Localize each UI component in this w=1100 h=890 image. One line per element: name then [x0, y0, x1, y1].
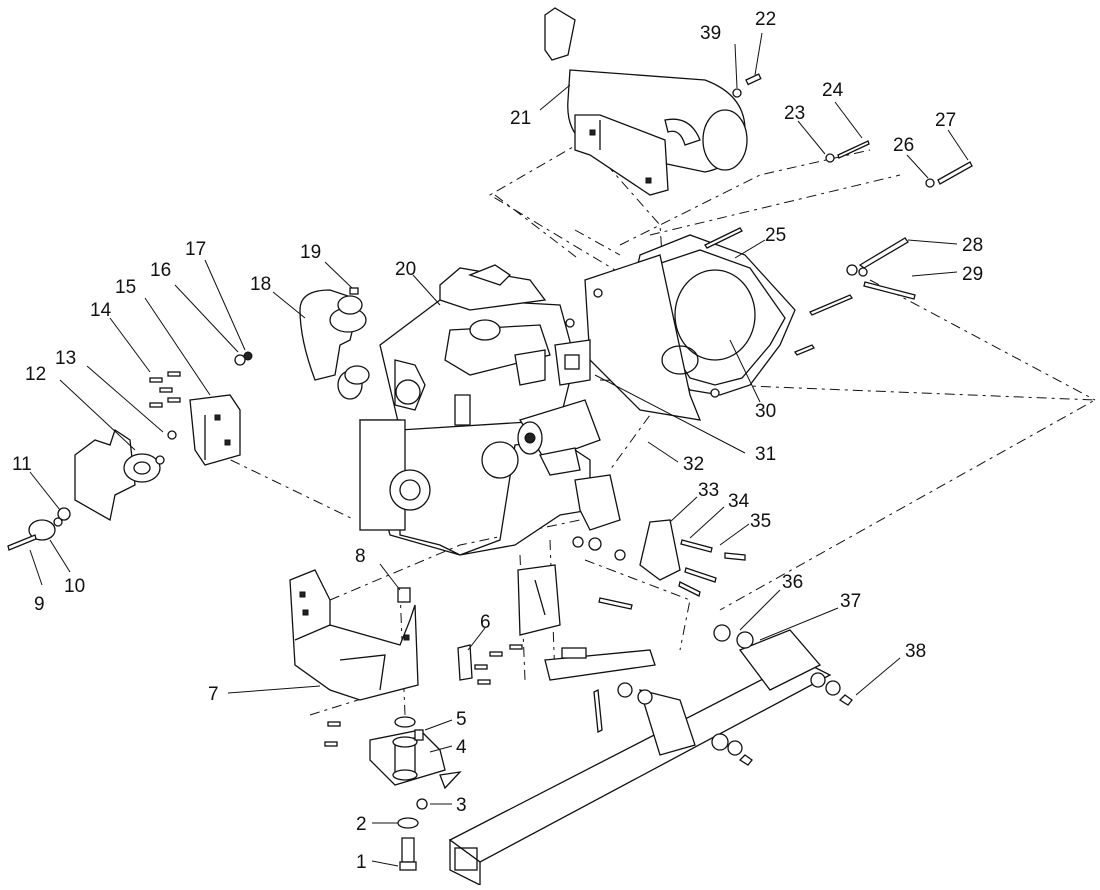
callout-22: 22	[755, 9, 776, 30]
callout-33: 33	[698, 480, 719, 501]
left-bracket	[189, 394, 241, 466]
muffler-bolt	[732, 73, 762, 98]
callout-17: 17	[185, 239, 206, 260]
callout-2: 2	[356, 814, 367, 835]
bolt-23-24	[825, 140, 870, 163]
callout-18: 18	[250, 274, 271, 295]
callout-32: 32	[683, 454, 704, 475]
callout-36: 36	[782, 572, 803, 593]
right-mount	[572, 474, 746, 610]
callout-3: 3	[456, 795, 467, 816]
callout-37: 37	[840, 591, 861, 612]
bolt-26-27	[925, 161, 973, 188]
fan-shroud	[565, 234, 796, 421]
callout-12: 12	[25, 364, 46, 385]
small-bracket	[457, 644, 523, 685]
callout-39: 39	[700, 23, 721, 44]
callout-4: 4	[456, 737, 467, 758]
callout-10: 10	[64, 576, 85, 597]
frame-tube	[448, 624, 853, 887]
callout-16: 16	[150, 260, 171, 281]
callout-31: 31	[755, 444, 776, 465]
shroud-bolts	[704, 227, 916, 356]
callout-11: 11	[12, 454, 32, 475]
left-engine-mount	[7, 428, 165, 551]
isolator-mount	[324, 716, 462, 871]
callout-6: 6	[480, 612, 491, 633]
leader-lines	[29, 32, 969, 867]
callout-38: 38	[905, 641, 926, 662]
engine-mount-tray	[289, 569, 419, 701]
callout-26: 26	[893, 135, 914, 156]
starter-motor	[517, 399, 601, 476]
callout-7: 7	[208, 684, 219, 705]
callout-labels: 1 2 3 4 5 6 7 8 9 10 11 12 13 14 15 16 1…	[12, 9, 983, 873]
center-bracket	[517, 564, 656, 681]
callout-24: 24	[822, 80, 844, 101]
callout-15: 15	[115, 277, 136, 298]
callout-29: 29	[962, 264, 983, 285]
callout-20: 20	[395, 259, 416, 280]
hose-clamp	[337, 287, 370, 385]
callout-13: 13	[55, 348, 76, 369]
callout-1: 1	[356, 852, 367, 873]
callout-30: 30	[755, 401, 776, 422]
callout-8: 8	[355, 546, 366, 567]
callout-27: 27	[935, 110, 956, 131]
callout-19: 19	[300, 242, 321, 263]
callout-25: 25	[765, 225, 786, 246]
callout-14: 14	[90, 300, 112, 321]
callout-23: 23	[784, 103, 805, 124]
callout-34: 34	[728, 491, 750, 512]
callout-9: 9	[34, 594, 45, 615]
callout-21: 21	[510, 108, 531, 129]
callout-5: 5	[456, 709, 467, 730]
callout-35: 35	[750, 511, 771, 532]
muffler	[544, 7, 748, 196]
callout-28: 28	[962, 235, 983, 256]
bracket-bolts	[149, 351, 253, 440]
